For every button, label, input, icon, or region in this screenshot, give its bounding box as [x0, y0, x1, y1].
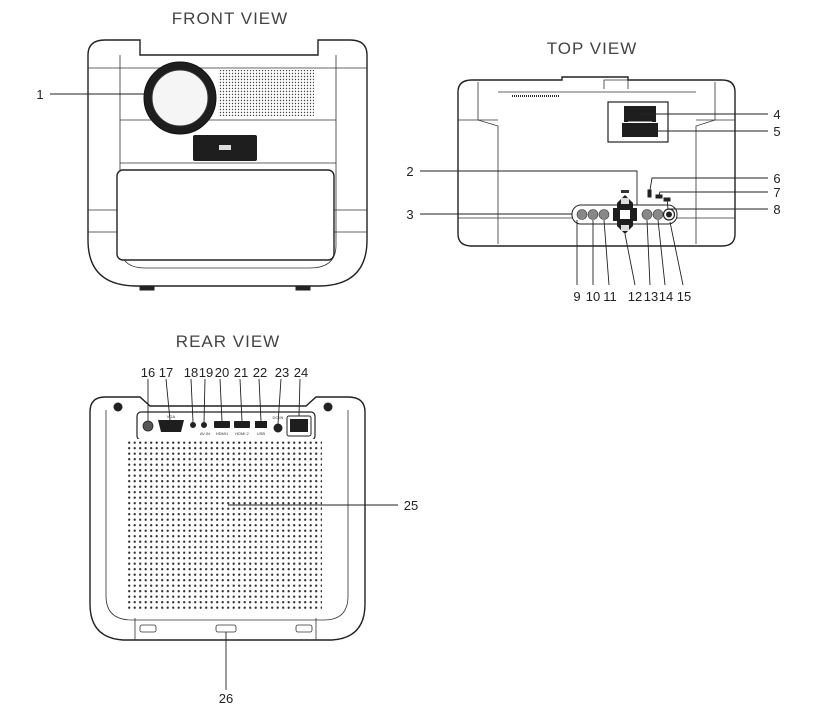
- callout-16: 16: [141, 365, 155, 380]
- rear-speaker-grille: [127, 440, 323, 612]
- callout-20: 20: [215, 365, 229, 380]
- callout-23: 23: [275, 365, 289, 380]
- callout-14: 14: [659, 289, 673, 304]
- callout-19: 19: [199, 365, 213, 380]
- callout-10: 10: [586, 289, 600, 304]
- rear-callout-lines: [147, 378, 398, 690]
- front-speaker-grille: [218, 70, 314, 116]
- callout-21: 21: [234, 365, 248, 380]
- callout-15: 15: [677, 289, 691, 304]
- callout-26: 26: [219, 691, 233, 706]
- callout-8: 8: [773, 202, 780, 217]
- callout-25: 25: [404, 498, 418, 513]
- rear-view: REAR VIEW VGA AV IN HDMI1: [89, 332, 418, 706]
- rear-view-title: REAR VIEW: [176, 332, 280, 351]
- front-view: FRONT VIEW 1: [36, 9, 368, 291]
- vga-label: VGA: [167, 414, 176, 419]
- usb-label: USB: [257, 431, 266, 436]
- front-view-title: FRONT VIEW: [172, 9, 288, 28]
- callout-3: 3: [406, 207, 413, 222]
- top-view: TOP VIEW: [406, 39, 780, 304]
- hdmi1-label: HDMI1: [216, 431, 229, 436]
- rear-port-panel: VGA AV IN HDMI1 HDMI 2 USB DC IN: [136, 411, 316, 441]
- front-lens: [143, 61, 217, 135]
- callout-7: 7: [773, 185, 780, 200]
- callout-5: 5: [773, 124, 780, 139]
- top-view-title: TOP VIEW: [547, 39, 638, 58]
- callout-18: 18: [184, 365, 198, 380]
- front-logo-badge: [193, 135, 257, 161]
- callout-1: 1: [36, 87, 43, 102]
- callout-13: 13: [644, 289, 658, 304]
- callout-24: 24: [294, 365, 308, 380]
- callout-4: 4: [773, 107, 780, 122]
- callout-17: 17: [159, 365, 173, 380]
- callout-12: 12: [628, 289, 642, 304]
- callout-11: 11: [603, 289, 617, 304]
- callout-9: 9: [573, 289, 580, 304]
- top-lens-assembly: [607, 101, 669, 143]
- callout-2: 2: [406, 164, 413, 179]
- top-callout-lines: [420, 113, 768, 286]
- av-in-label: AV IN: [200, 431, 210, 436]
- callout-6: 6: [773, 171, 780, 186]
- hdmi2-label: HDMI 2: [235, 431, 249, 436]
- callout-22: 22: [253, 365, 267, 380]
